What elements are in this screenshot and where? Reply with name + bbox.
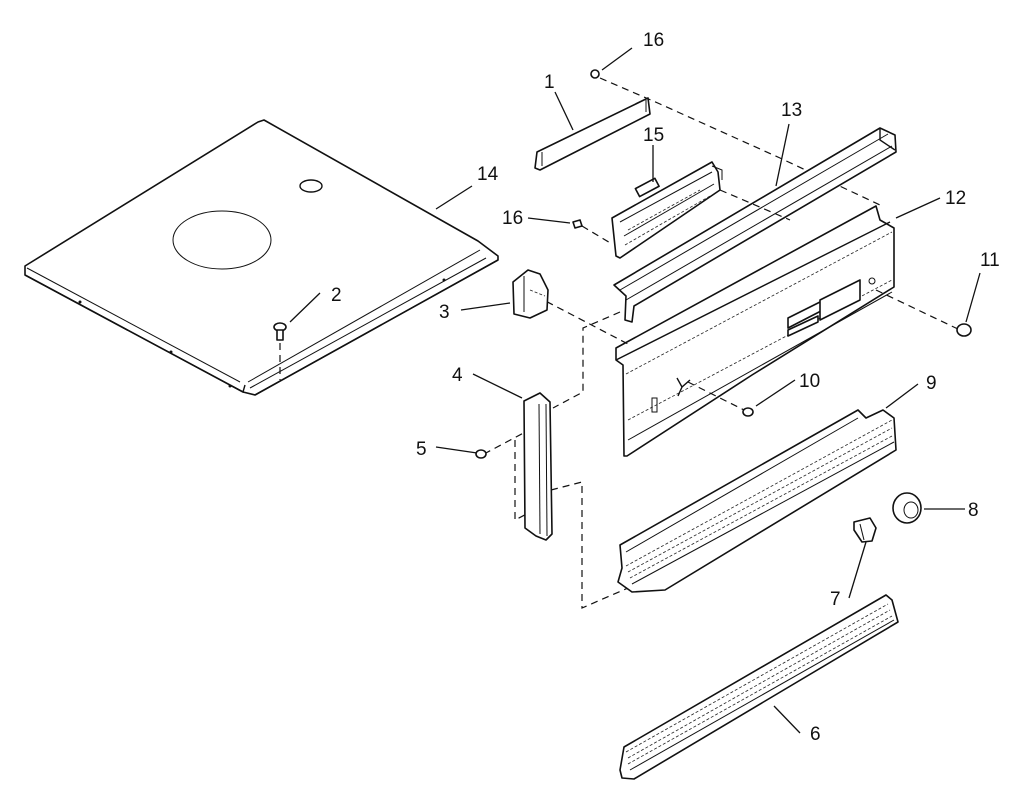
callout-2: 2: [331, 285, 342, 306]
callout-11: 11: [980, 250, 1000, 271]
leader-lines: [289, 47, 981, 734]
part-3-switch: [512, 269, 549, 319]
part-7-switch-small: [853, 517, 877, 543]
part-10-screw: [742, 407, 754, 417]
part-8-knob: [892, 492, 922, 524]
callout-9: 9: [926, 373, 937, 394]
assembly-line: [552, 311, 621, 409]
callout-7: 7: [830, 589, 841, 610]
callout-1: 1: [544, 72, 555, 93]
part-11-plug-button: [956, 323, 972, 337]
part-9-trim-front: [617, 409, 897, 593]
callout-16: 16: [643, 30, 664, 51]
part-1-trim-strip: [534, 97, 651, 171]
assembly-line: [535, 295, 629, 345]
part-5-screw: [475, 449, 487, 459]
part-16-screw-mid: [572, 219, 613, 245]
callout-labels: 16 1 15 16 13 12 11 14 2 3 4 5 10 9 8 7 …: [331, 30, 1000, 745]
part-4-end-bracket: [523, 392, 553, 541]
callout-3: 3: [439, 302, 450, 323]
part-2-screw: [273, 322, 287, 380]
callout-16: 16: [502, 208, 523, 229]
callout-6: 6: [810, 724, 821, 745]
part-14-top-cover: [24, 119, 499, 396]
callout-4: 4: [452, 365, 463, 386]
assembly-line: [550, 481, 629, 609]
assembly-line: [875, 289, 961, 331]
part-12-control-panel: [615, 205, 895, 457]
assembly-line: [514, 440, 547, 521]
callout-5: 5: [416, 439, 427, 460]
part-13-trim-top: [613, 127, 897, 323]
callout-14: 14: [477, 164, 499, 185]
assembly-line: [719, 189, 791, 221]
callout-10: 10: [799, 371, 820, 392]
part-16-screw-top: [590, 69, 600, 79]
callout-8: 8: [968, 500, 979, 521]
part-6-trim-bottom: [619, 594, 899, 780]
callout-15: 15: [643, 125, 664, 146]
callout-12: 12: [945, 188, 966, 209]
callout-13: 13: [781, 100, 802, 121]
